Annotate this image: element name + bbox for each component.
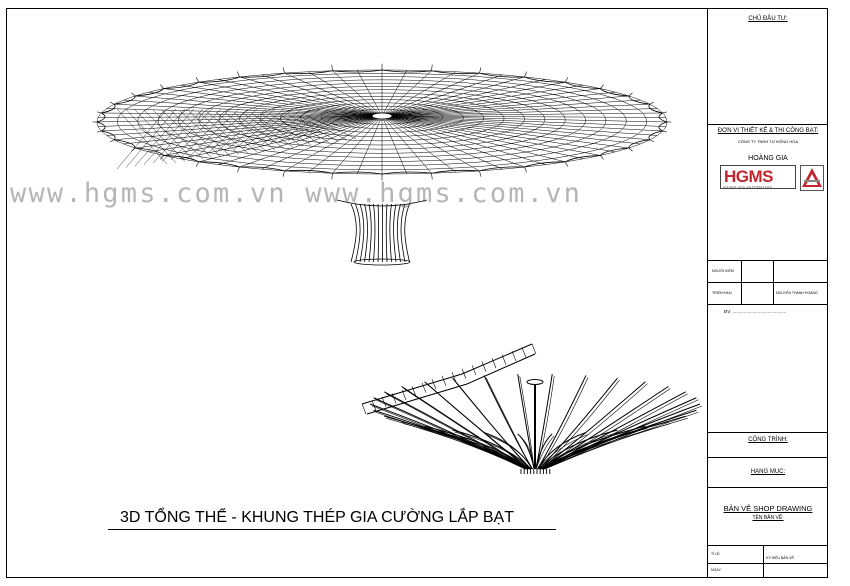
drawing-type: BẢN VẼ SHOP DRAWING xyxy=(723,504,813,513)
logo-subtext: HOANG GIA AUTOMATION xyxy=(723,185,773,189)
drawing-name-label: TÊN BẢN VẼ: xyxy=(752,515,784,521)
logo-mark-icon xyxy=(800,165,824,191)
date-row: NGÀY: xyxy=(708,564,828,577)
deployer-label: TRIỂN KHAI xyxy=(712,291,732,295)
designer-label: ĐƠN VỊ THIẾT KẾ & THI CÔNG BẠT: xyxy=(717,128,819,134)
designer-section: ĐƠN VỊ THIẾT KẾ & THI CÔNG BẠT: CÔNG TY … xyxy=(708,125,828,261)
checker-label: NGƯỜI KIỂM xyxy=(712,269,734,273)
company-name: HOÀNG GIA xyxy=(748,155,788,162)
project-label: CÔNG TRÌNH: xyxy=(748,437,788,443)
scale-row: TỈ LỆ: KÝ HIỆU BẢN VẼ: xyxy=(708,546,828,564)
owner-section: CHỦ ĐẦU TƯ: xyxy=(708,9,828,125)
drawing-caption: 3D TỔNG THỂ - KHUNG THÉP GIA CƯỜNG LẮP B… xyxy=(120,509,514,526)
drawing-area xyxy=(7,9,707,577)
item-label: HẠNG MỤC: xyxy=(750,469,786,475)
company-logo: HGMS HOANG GIA AUTOMATION xyxy=(720,165,796,189)
project-section: CÔNG TRÌNH: xyxy=(708,433,828,458)
deployer-name: NGUYỄN THANH HOÀNG xyxy=(776,291,818,295)
dv-label: ĐV: ....................................… xyxy=(724,309,787,314)
drawing-sheet: CHỦ ĐẦU TƯ: ĐƠN VỊ THIẾT KẾ & THI CÔNG B… xyxy=(6,8,828,578)
deployer-row: TRIỂN KHAI NGUYỄN THANH HOÀNG xyxy=(708,283,828,305)
caption-underline xyxy=(108,529,556,530)
dv-section: ĐV: ....................................… xyxy=(708,305,828,433)
owner-label: CHỦ ĐẦU TƯ: xyxy=(748,16,788,22)
checker-row: NGƯỜI KIỂM xyxy=(708,261,828,283)
scale-label: TỈ LỆ: xyxy=(711,552,721,556)
item-section: HẠNG MỤC: xyxy=(708,458,828,488)
umbrella-canopy-3d-view xyxy=(92,63,672,266)
watermark-text: www.hgms.com.vn www.hgms.com.vn xyxy=(10,178,583,209)
logo-text: HGMS xyxy=(724,167,774,186)
date-label: NGÀY: xyxy=(711,568,722,572)
company-small-text: CÔNG TY TNHH TỰ ĐỘNG HÓA xyxy=(737,139,798,144)
title-block: CHỦ ĐẦU TƯ: ĐƠN VỊ THIẾT KẾ & THI CÔNG B… xyxy=(707,9,828,577)
code-label: KÝ HIỆU BẢN VẼ: xyxy=(766,556,795,560)
drawing-name-section: BẢN VẼ SHOP DRAWING TÊN BẢN VẼ: xyxy=(708,488,828,546)
steel-frame-3d-view xyxy=(361,343,703,474)
